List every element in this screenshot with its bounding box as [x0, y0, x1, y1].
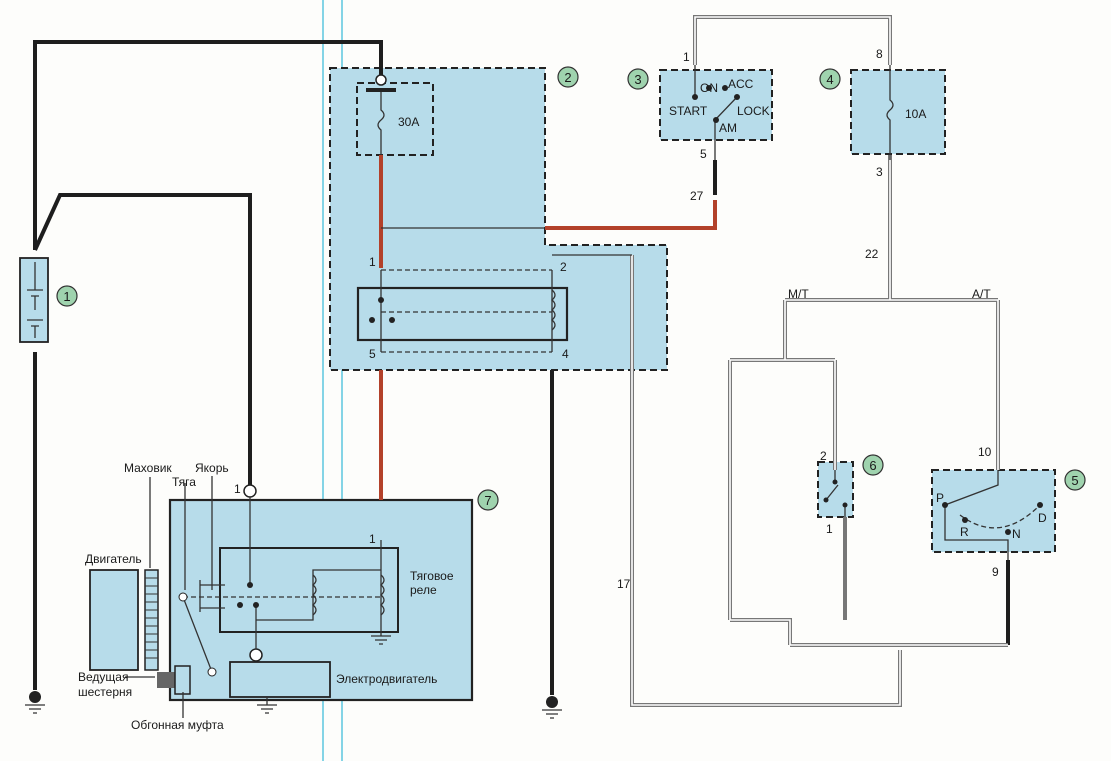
ground-icon	[371, 632, 391, 645]
diagram-label: Электродвигатель	[336, 672, 437, 686]
diagram-label: R	[960, 525, 969, 539]
diagram-label: 1	[826, 522, 833, 536]
diagram-label: 6	[869, 458, 876, 473]
diagram-label: 1	[683, 50, 690, 64]
diagram-label: 7	[484, 493, 491, 508]
diagram-label: Двигатель	[85, 552, 142, 566]
diagram-label: 2	[560, 260, 567, 274]
diagram-label: 1	[369, 532, 376, 546]
wire-battery-fuse	[33, 40, 383, 250]
diagram-label: 22	[865, 247, 879, 261]
badge-fuse-relay-block: 2	[557, 66, 579, 88]
diagram-label: Якорь	[195, 461, 229, 475]
diagram-label: 2	[564, 70, 571, 85]
fuse-10a-rating: 10A	[905, 107, 926, 121]
fuse-30a-box	[356, 82, 434, 156]
diagram-label: A/T	[972, 287, 991, 301]
diagram-label: AM	[719, 121, 737, 135]
fuse-10a-box	[850, 69, 946, 155]
diagram-label: D	[1038, 511, 1047, 525]
flywheel	[144, 569, 159, 671]
diagram-label: 17	[617, 577, 631, 591]
diagram-label: 5	[369, 347, 376, 361]
badge-starter: 7	[477, 489, 499, 511]
badge-fuse-10a: 4	[819, 68, 841, 90]
diagram-label: Тяга	[172, 475, 196, 489]
diagram-label: 1	[234, 482, 241, 496]
diagram-label: P	[936, 491, 944, 505]
diagram-label: Обгонная муфта	[131, 718, 224, 732]
ground-icon	[257, 697, 277, 714]
battery	[19, 257, 49, 343]
diagram-label: 1	[369, 255, 376, 269]
badge-inhibitor-switch: 5	[1064, 469, 1086, 491]
diagram-label: 5	[1071, 473, 1078, 488]
engine-box	[89, 569, 139, 671]
diagram-label: M/T	[788, 287, 809, 301]
gray-wires	[630, 15, 1008, 707]
diagram-label: 1	[63, 289, 70, 304]
diagram-label: Ведущая	[78, 670, 128, 684]
ground-icon	[542, 696, 562, 719]
diagram-label: 9	[992, 565, 999, 579]
diagram-label: шестерня	[78, 685, 132, 699]
diagram-label: 10	[978, 445, 992, 459]
diagram-label: реле	[410, 583, 437, 597]
diagram-label: ACC	[728, 77, 754, 91]
diagram-label: 4	[826, 72, 833, 87]
diagram-label: N	[1012, 527, 1021, 541]
drive-gear	[157, 672, 177, 688]
motor-box	[229, 661, 331, 698]
diagram-label: 27	[690, 189, 704, 203]
diagram-label: 4	[562, 347, 569, 361]
diagram-label: 3	[876, 165, 883, 179]
diagram-label: 8	[876, 47, 883, 61]
diagram-label: START	[669, 104, 708, 118]
traction-relay-box	[219, 547, 399, 633]
diagram-label: 5	[700, 147, 707, 161]
badge-ignition-switch: 3	[627, 68, 649, 90]
ignition-switch-box	[659, 69, 773, 141]
relay-box	[356, 286, 569, 342]
diagram-label: Маховик	[124, 461, 172, 475]
overrunning-clutch	[174, 665, 191, 695]
fuse-30a-rating: 30A	[398, 115, 419, 129]
badge-clutch-switch: 6	[862, 454, 884, 476]
diagram-label: 3	[634, 72, 641, 87]
diagram-label: ON	[700, 81, 718, 95]
badge-battery: 1	[56, 285, 78, 307]
diagram-label: LOCK	[737, 104, 770, 118]
diagram-label: Тяговое	[410, 569, 454, 583]
ground-icon	[25, 691, 45, 714]
wire-battery-starter	[33, 193, 252, 485]
diagram-label: 2	[820, 449, 827, 463]
wire-relay-ignition	[545, 200, 717, 230]
